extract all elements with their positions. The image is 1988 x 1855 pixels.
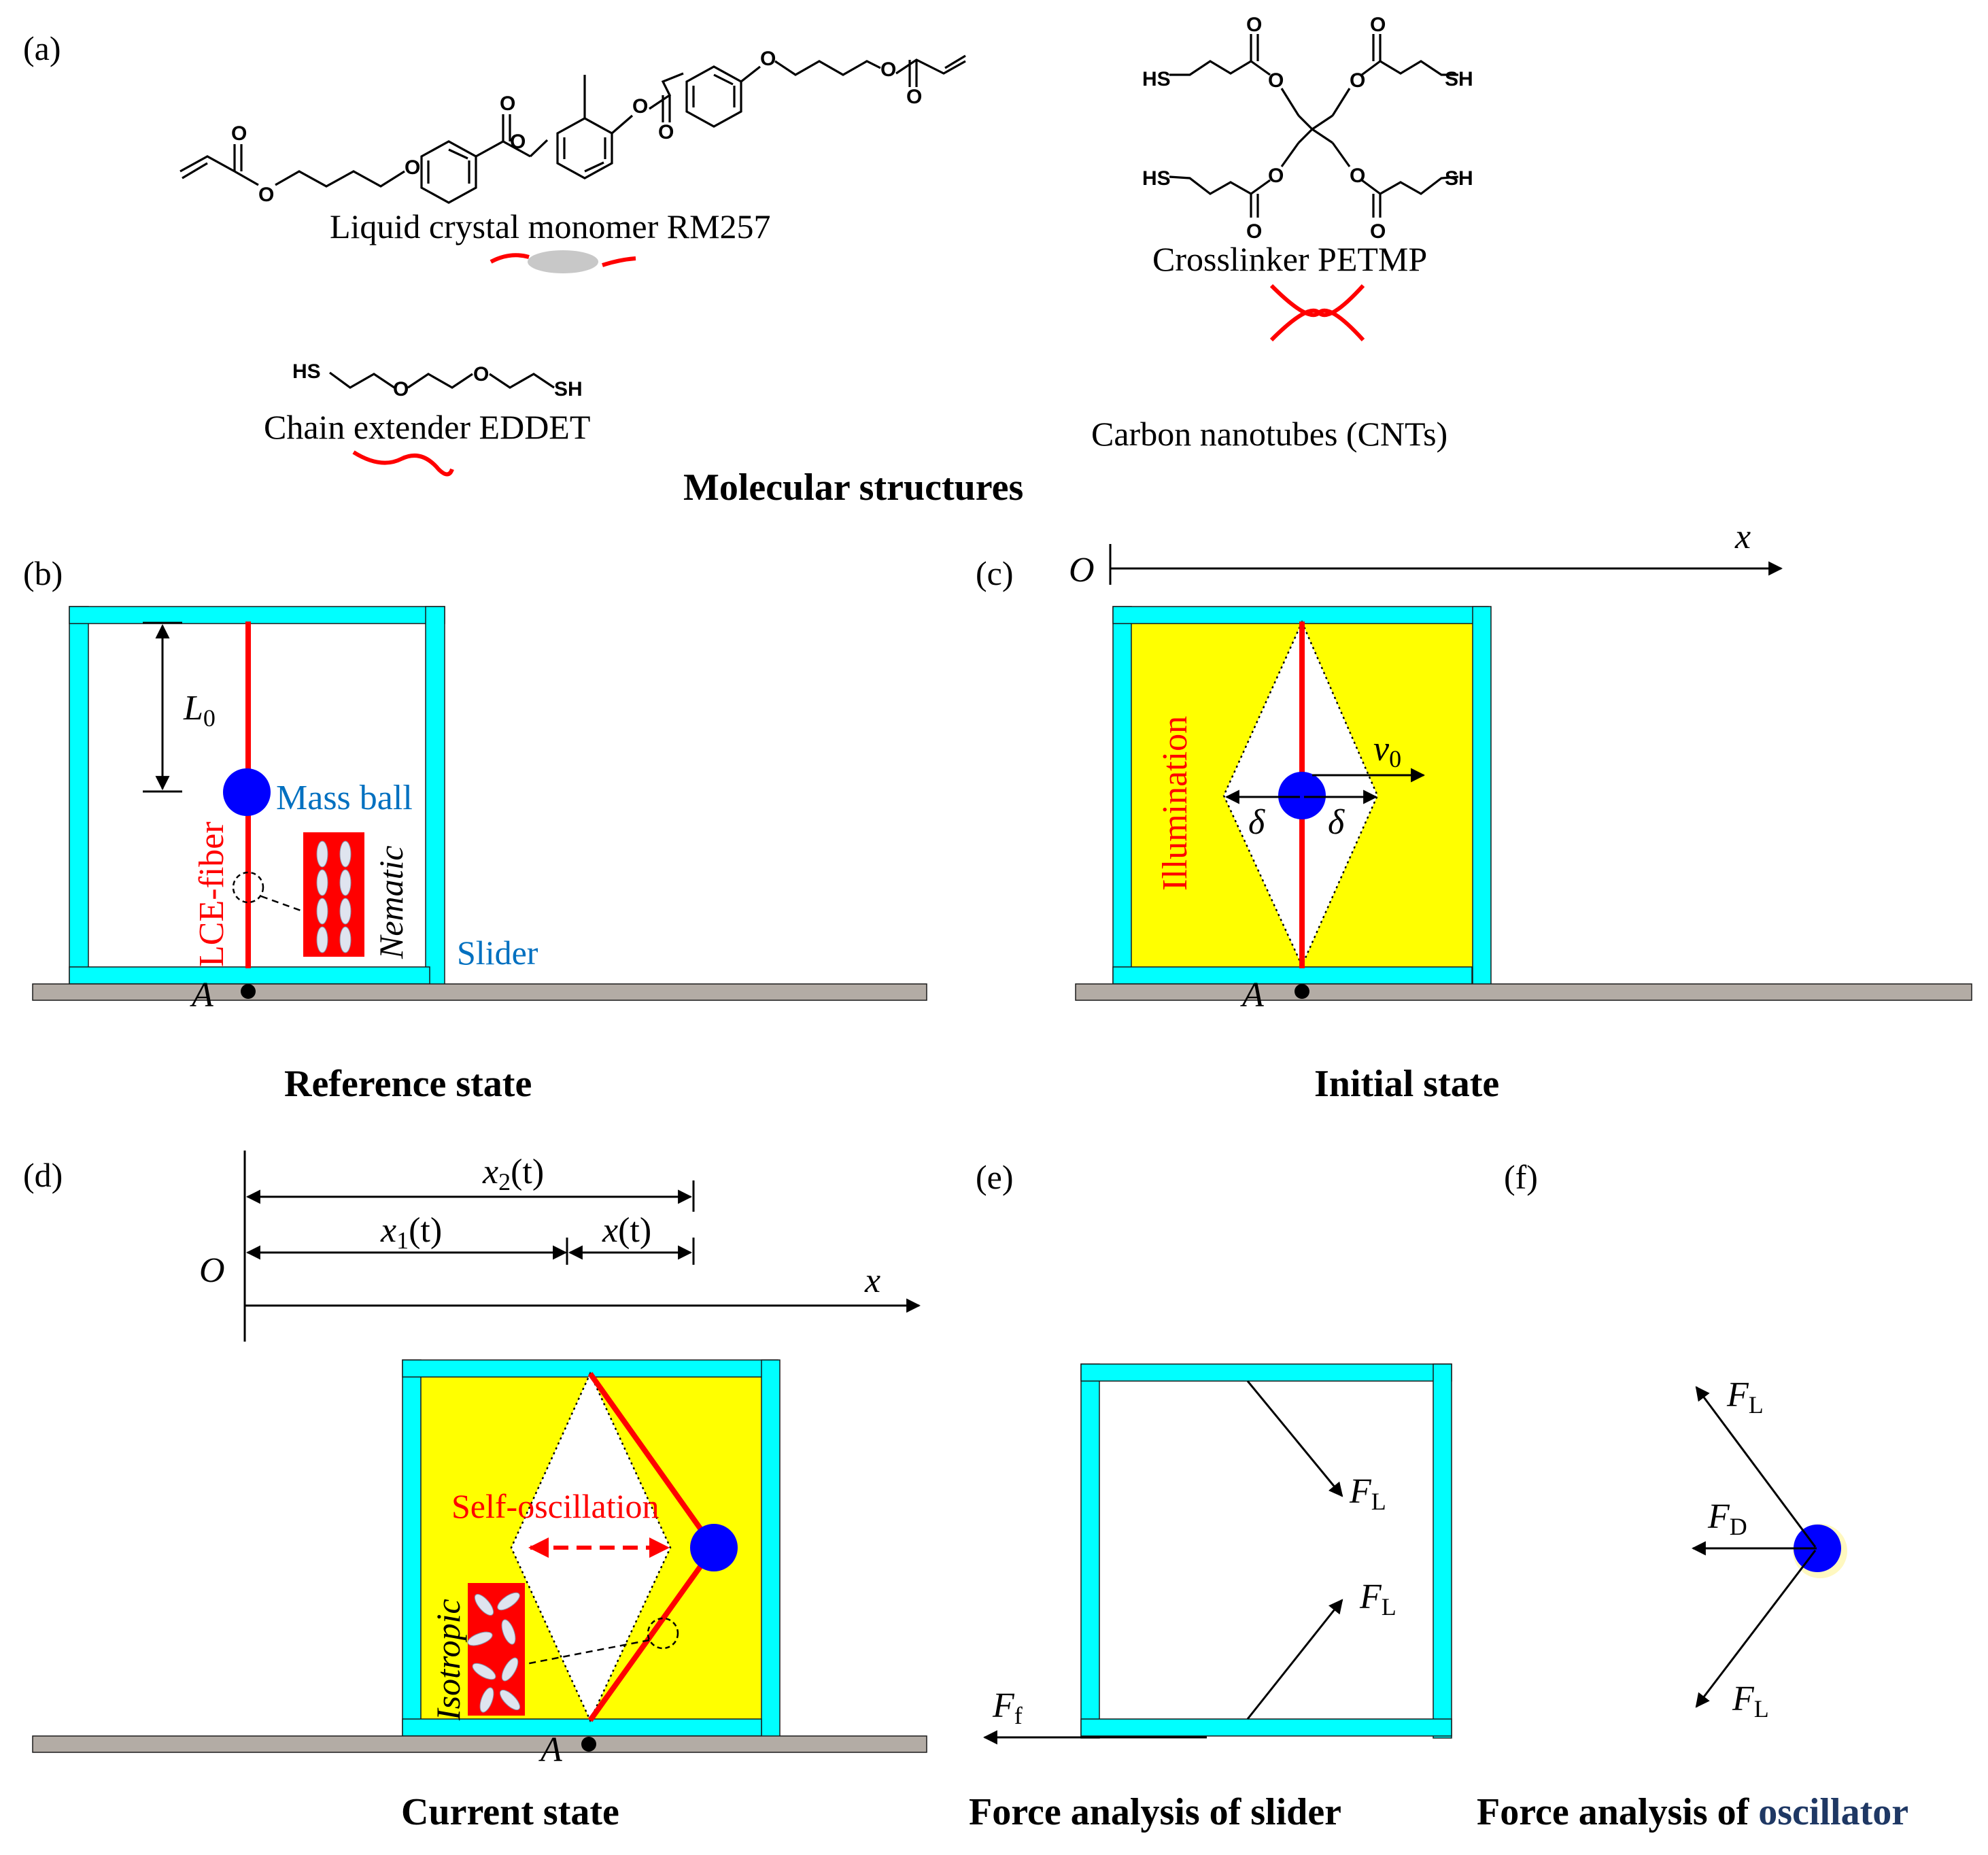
panel-b-tag: (b) xyxy=(23,554,63,592)
point-a-label: A xyxy=(190,976,213,1015)
atom-o: O xyxy=(1350,69,1365,92)
illumination-label: Illumination xyxy=(1156,716,1195,891)
slider-force-caption: Force analysis of slider xyxy=(969,1791,1341,1833)
zoom-leader xyxy=(526,1639,650,1665)
zoom-circle xyxy=(232,871,264,904)
zoom-circle xyxy=(647,1617,679,1650)
atom-o: O xyxy=(1268,165,1284,187)
delta-label-right: δ xyxy=(1328,803,1345,842)
force-arrow-lower xyxy=(1246,1599,1343,1720)
panel-f-tag: (f) xyxy=(1504,1158,1538,1196)
v0-label: v0 xyxy=(1373,730,1401,772)
x1-label: x1(t) xyxy=(380,1211,442,1254)
nematic-inset xyxy=(303,832,364,957)
isotropic-label: Isotropic xyxy=(429,1599,467,1721)
rm257-mesogen-symbol xyxy=(490,250,636,273)
isotropic-inset xyxy=(465,1583,525,1716)
origin-label: O xyxy=(1069,551,1095,590)
atom-sh: SH xyxy=(1445,167,1473,190)
zoom-leader xyxy=(260,895,303,913)
point-a-dot xyxy=(241,984,256,999)
mass-ball xyxy=(690,1524,738,1571)
force-arrow-lower xyxy=(1695,1550,1817,1708)
panel-e-tag: (e) xyxy=(976,1158,1014,1196)
friction-label: Ff xyxy=(992,1686,1023,1729)
current-caption: Current state xyxy=(401,1791,619,1833)
reference-slider-frame xyxy=(69,606,445,986)
x-axis-label: x xyxy=(864,1261,880,1300)
atom-o: O xyxy=(393,378,409,401)
atom-o: O xyxy=(1246,14,1262,36)
chain-extender-symbol xyxy=(352,450,454,477)
atom-sh: SH xyxy=(554,378,583,401)
point-a-label: A xyxy=(1240,976,1264,1015)
panel-d-tag: (d) xyxy=(23,1156,63,1194)
x-axis-label: x xyxy=(1734,517,1751,556)
atom-o: O xyxy=(1370,220,1386,243)
mass-ball xyxy=(1278,772,1326,819)
L0-label: L0 xyxy=(183,689,216,732)
point-a-label: A xyxy=(538,1731,562,1769)
atom-o: O xyxy=(632,95,648,118)
point-a-dot xyxy=(581,1737,596,1752)
atom-o: O xyxy=(760,48,776,70)
slider-label: Slider xyxy=(457,934,538,972)
molecular-caption: Molecular structures xyxy=(683,466,1023,509)
eddet-structure: HS O O SH xyxy=(292,360,583,401)
atom-o: O xyxy=(880,58,896,81)
atom-hs: HS xyxy=(1142,68,1171,90)
force-label: FL xyxy=(1726,1376,1764,1418)
delta-label-left: δ xyxy=(1248,803,1265,842)
self-oscillation-label: Self-oscillation xyxy=(451,1487,659,1525)
eddet-label: Chain extender EDDET xyxy=(264,408,590,446)
atom-o: O xyxy=(500,92,515,115)
petmp-structure: HS SH HS SH O O O O O O O O xyxy=(1142,14,1473,243)
L0-dimension xyxy=(143,622,182,793)
atom-o: O xyxy=(231,122,247,145)
atom-o: O xyxy=(1370,14,1386,36)
atom-hs: HS xyxy=(1142,167,1171,190)
force-label: FL xyxy=(1349,1472,1386,1515)
reference-caption: Reference state xyxy=(284,1063,532,1105)
ground-bar xyxy=(32,1735,927,1753)
force-arrow-upper xyxy=(1246,1380,1343,1497)
rm257-structure: O O O O O O O O O O xyxy=(179,48,966,206)
mass-ball-label: Mass ball xyxy=(276,779,413,817)
nematic-label: Nematic xyxy=(372,845,410,959)
ground-bar xyxy=(32,983,927,1001)
panel-a-tag: (a) xyxy=(23,29,61,67)
damping-label: FD xyxy=(1707,1497,1747,1540)
atom-o: O xyxy=(1246,220,1262,243)
atom-o: O xyxy=(1268,69,1284,92)
atom-o: O xyxy=(510,131,526,153)
xt-label: x(t) xyxy=(602,1211,651,1250)
oscillator-force-caption: Force analysis of oscillator xyxy=(1477,1791,1908,1833)
lce-fiber-label: LCE-fiber xyxy=(192,821,231,967)
crosslinker-symbol xyxy=(1269,284,1365,342)
point-a-dot xyxy=(1295,984,1309,999)
mass-ball xyxy=(223,768,271,816)
mass-ball xyxy=(1794,1525,1841,1572)
atom-o: O xyxy=(906,86,922,108)
slider-frame xyxy=(1080,1363,1452,1739)
atom-hs: HS xyxy=(292,360,321,383)
initial-caption: Initial state xyxy=(1314,1063,1499,1105)
ground-bar xyxy=(1075,983,1972,1001)
x2-label: x2(t) xyxy=(482,1153,544,1195)
panel-c-tag: (c) xyxy=(976,554,1014,592)
atom-o: O xyxy=(258,184,274,206)
force-arrow-upper xyxy=(1695,1386,1817,1548)
atom-o: O xyxy=(1350,165,1365,187)
rm257-label: Liquid crystal monomer RM257 xyxy=(330,207,771,245)
origin-label: O xyxy=(199,1251,225,1290)
force-label: FL xyxy=(1359,1578,1396,1620)
atom-sh: SH xyxy=(1445,68,1473,90)
atom-o: O xyxy=(405,156,420,179)
atom-o: O xyxy=(473,363,489,386)
atom-o: O xyxy=(658,121,674,143)
force-label: FL xyxy=(1732,1680,1769,1722)
cnts-label: Carbon nanotubes (CNTs) xyxy=(1091,415,1447,453)
petmp-label: Crosslinker PETMP xyxy=(1152,240,1427,278)
